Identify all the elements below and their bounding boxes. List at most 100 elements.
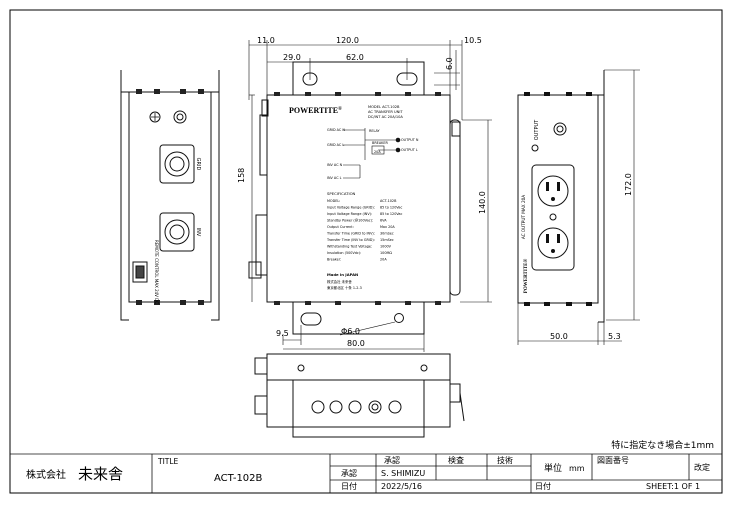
right-brand-logo: POWERTITE® [523,259,529,294]
spec-value: 1000V [380,245,392,249]
title-block-grid [10,453,722,493]
dim-hole-offset: 29.0 [283,53,301,62]
spec-key: Insulation (500Vdc): [327,251,361,255]
screw-icon [149,111,161,123]
dim-top-left: 11.0 [257,36,275,45]
model-line-2: AC TRANSFER UNIT [368,110,403,114]
made-in-label: Made in JAPAN [327,272,358,277]
remote-label: REMOTE CONTROL MAX 24V DC [154,240,159,304]
company-label: 株式会社 [26,468,66,481]
spec-title: SPECIFICATION [327,191,356,196]
bottom-hole-icon [420,364,428,372]
grid-socket-outline [159,144,195,184]
dim-top-right: 10.5 [464,36,482,45]
approval-header: 承認 [384,455,400,465]
spec-key: Breaker: [327,258,341,262]
ac-output-label: AC OUTPUT MAX 20A [521,195,526,239]
dim-side-height: 172.0 [624,173,633,196]
approval-row-label: 承認 [341,468,357,478]
inv-label: INV [195,228,201,237]
mount-slot-bottom-icon [300,312,322,326]
tolerance-note: 特に指定なき場合±1mm [611,439,714,451]
dim-front-height: 158 [237,168,246,183]
knockout-icon [348,400,362,414]
date-label-2: 日付 [535,481,551,491]
unit-label: 単位 [544,462,562,474]
company-name: 未来舎 [78,465,123,483]
sheet-border [9,9,723,494]
outlet-plate [531,164,575,271]
dim-bottom-left: 9.5 [276,329,289,338]
left-body [128,91,212,303]
spec-key: Transfer Time (GRID to INV): [326,232,375,236]
inv-socket-icon [164,219,190,245]
knockout-icon [368,400,382,414]
spec-table: MODEL: ACT-102B Input Voltage Range (GRID)… [326,199,402,262]
spec-value: Max 20A [380,225,395,229]
spec-key: Input Voltage Range (GRID): [327,206,375,210]
knockout-icon [311,400,325,414]
brand-logo-text: POWERTITE® [289,106,342,115]
right-body [517,94,599,304]
date-value: 2022/5/16 [381,482,422,491]
bottom-plate [292,379,425,438]
spec-key: MODEL: [327,199,340,203]
tech-header: 技術 [497,455,513,465]
mount-hole-bottom-icon [394,313,404,323]
spec-value: 6VA [380,219,387,223]
unit-value: mm [569,464,585,473]
spec-key: Output Current: [327,225,354,229]
dim-bottom-hole: Φ6.0 [341,327,360,336]
front-view [248,61,461,335]
spec-value: 30mSec [380,232,394,236]
drawing-no-label: 図面番号 [597,455,629,465]
grid-label: GRID [195,158,201,171]
outlet-upper-icon [537,175,569,207]
company-small-label: 株式会社 未来舎 [327,279,352,284]
schem-inv-ac-n: INV AC N [327,163,343,167]
schem-output-l: OUTPUT L [401,148,418,152]
left-side-view [120,70,220,321]
dim-side-depth: 50.0 [550,332,568,341]
spec-key: Transfer Time (INV to GRID): [326,238,375,242]
revision-label: 改定 [694,462,710,472]
schem-grid-ac-n: GRID AC N [327,128,345,132]
bottom-view [254,353,465,438]
schem-inv-ac-l: INV AC L [327,176,342,180]
top-flange [292,61,425,96]
spec-value: 85 to 120Vac [380,212,402,216]
side-connector-icon [248,261,262,279]
schem-breaker-rating: 20A [374,150,381,154]
address-small-label: 東京都北区 十条 1-2-3 [327,285,362,290]
dim-hole-height: 6.0 [445,57,454,70]
model-line-3: DC/INT AC 20A/10A [368,115,403,119]
right-dimension-lines [517,69,640,345]
terminal-icon [173,110,187,124]
front-body [266,94,451,303]
knockout-icon [329,400,343,414]
outlet-screw-icon [549,213,557,221]
spec-value: 20A [380,258,387,262]
sheet-number: SHEET:1 OF 1 [646,482,700,491]
schem-grid-ac-l: GRID AC L [327,143,344,147]
output-label: OUTPUT [534,119,540,140]
grid-socket-icon [164,151,190,177]
spec-value: 85 to 120Vac [380,206,402,210]
dim-bottom-width: 80.0 [347,339,365,348]
title-label: TITLE [157,457,179,466]
bottom-hole-icon [297,364,305,372]
screw-icon [531,144,539,152]
spec-value: ACT-102B [380,199,397,203]
dim-hole-pitch: 62.0 [346,53,364,62]
date-row-label: 日付 [341,481,357,491]
right-side-view [517,70,605,323]
schem-output-n: OUTPUT N [401,138,419,142]
bottom-flange [292,301,425,335]
dim-body-height: 140.0 [478,191,487,214]
inv-socket-outline [159,212,195,252]
remote-connector [132,261,148,283]
spec-key: Standby Power (@100Vac): [327,219,373,223]
dim-top-overall: 120.0 [336,36,359,45]
